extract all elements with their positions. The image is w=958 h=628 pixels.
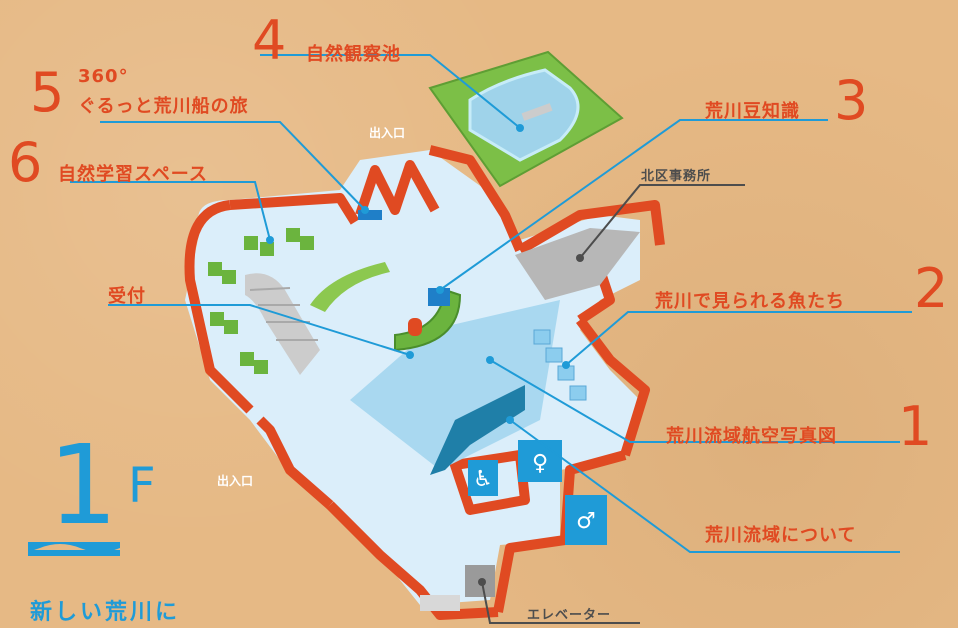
- area-number-2: 2: [914, 257, 949, 320]
- label-learning-space[interactable]: 自然学習スペース: [58, 164, 208, 185]
- learning-space-seats[interactable]: [208, 228, 314, 374]
- label-kita-office[interactable]: 北区事務所: [641, 169, 712, 184]
- elevator-steps: [420, 595, 460, 611]
- label-entrance-top: 出入口: [369, 126, 406, 140]
- boat-theater-screen[interactable]: [358, 210, 382, 220]
- area-number-5: 5: [30, 61, 65, 124]
- building-walls: [184, 145, 665, 620]
- reception-stand: [408, 318, 422, 336]
- trivia-kiosk[interactable]: [428, 288, 450, 306]
- leader-lines: [70, 54, 912, 553]
- area-number-6: 6: [8, 131, 43, 194]
- grey-leader-dots: [478, 254, 584, 586]
- nature-pond[interactable]: [428, 50, 624, 188]
- floor-tagline: 新しい荒川に: [30, 600, 181, 625]
- area-number-4: 4: [252, 9, 287, 72]
- label-360[interactable]: 360°: [78, 66, 129, 87]
- restrooms[interactable]: ♿ ♀ ♂: [468, 440, 607, 545]
- label-trivia[interactable]: 荒川豆知識: [705, 101, 800, 122]
- svg-text:♀: ♀: [532, 451, 548, 476]
- label-nature-pond[interactable]: 自然観察池: [306, 44, 401, 65]
- label-boat-tour[interactable]: ぐるっと荒川船の旅: [78, 96, 249, 117]
- label-aerial-photo[interactable]: 荒川流域航空写真図: [666, 426, 837, 447]
- river-display-wall[interactable]: [430, 385, 525, 475]
- svg-text:♿: ♿: [473, 467, 493, 492]
- area-number-1: 1: [898, 395, 933, 458]
- label-about-basin[interactable]: 荒川流域について: [705, 525, 857, 546]
- floor-letter: F: [128, 458, 156, 514]
- stairs: [245, 273, 320, 375]
- label-entrance-left: 出入口: [217, 474, 254, 488]
- leader-dots: [266, 124, 570, 424]
- kita-office-room[interactable]: [515, 228, 640, 300]
- green-curved-wall: [310, 262, 390, 312]
- aerial-photo-floor[interactable]: [350, 300, 560, 470]
- label-reception[interactable]: 受付: [108, 286, 146, 307]
- area-number-3: 3: [834, 69, 869, 132]
- svg-text:♂: ♂: [576, 509, 596, 534]
- grey-leader-lines: [481, 184, 745, 624]
- floor-number: 1: [48, 421, 118, 549]
- water-base: [28, 550, 120, 556]
- water-wave-icon: [28, 542, 120, 552]
- label-elevator[interactable]: エレベーター: [527, 608, 612, 623]
- label-fish[interactable]: 荒川で見られる魚たち: [655, 291, 845, 312]
